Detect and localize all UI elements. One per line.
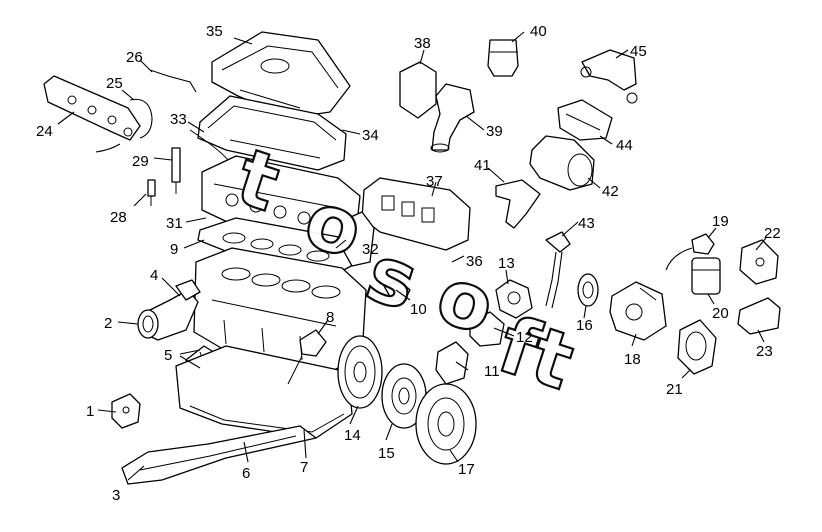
- callout-6: 6: [242, 465, 250, 482]
- support-bracket: [495, 179, 541, 229]
- callout-17: 17: [458, 461, 475, 478]
- callout-29: 29: [132, 153, 149, 170]
- vacuum-pump: [529, 135, 595, 191]
- callout-5: 5: [164, 347, 172, 364]
- callout-43: 43: [578, 215, 595, 232]
- water-outlet-elbow: [399, 61, 437, 119]
- head-gasket: [197, 217, 367, 273]
- callout-12: 12: [516, 329, 533, 346]
- callout-8: 8: [326, 309, 334, 326]
- pressure-plate: [415, 383, 477, 465]
- hose-clamp: [383, 282, 411, 302]
- callout-39: 39: [486, 123, 503, 140]
- callout-22: 22: [764, 225, 781, 242]
- manifold-gasket: [341, 211, 375, 267]
- callout-4: 4: [150, 267, 158, 284]
- callout-42: 42: [602, 183, 619, 200]
- callout-44: 44: [616, 137, 633, 154]
- engine-mount-bracket: [435, 341, 469, 385]
- callout-20: 20: [712, 305, 729, 322]
- watermark-letter-5: ft: [488, 300, 584, 408]
- callout-26: 26: [126, 49, 143, 66]
- fuel-rail: [43, 75, 141, 141]
- callout-numbers: 1 2 3 4 5 6 7 8 9 10 11 12 13 14 15 16 1…: [36, 23, 781, 504]
- callout-32: 32: [362, 241, 379, 258]
- callout-33: 33: [170, 111, 187, 128]
- fuel-line-26: [149, 69, 197, 93]
- water-pump-housing: [137, 279, 201, 341]
- pulley: [577, 273, 599, 307]
- callout-10: 10: [410, 301, 427, 318]
- callout-18: 18: [624, 351, 641, 368]
- fuel-return-line: [129, 98, 153, 139]
- callout-13: 13: [498, 255, 515, 272]
- callout-2: 2: [104, 315, 112, 332]
- callout-41: 41: [474, 157, 491, 174]
- callout-28: 28: [110, 209, 127, 226]
- fuel-line-lower: [95, 143, 121, 153]
- engine-cover-upper: [211, 31, 351, 119]
- callout-35: 35: [206, 23, 223, 40]
- rubber-mount: [737, 297, 781, 335]
- engine-mount-upper: [739, 239, 779, 285]
- sensor: [287, 329, 327, 385]
- callout-37: 37: [426, 173, 443, 190]
- egr-pipe: [580, 49, 638, 104]
- callout-31: 31: [166, 215, 183, 232]
- callout-lines: [57, 31, 767, 481]
- thermostat-housing: [495, 279, 533, 319]
- coolant-pipe: [430, 83, 475, 153]
- callout-40: 40: [530, 23, 547, 40]
- callout-34: 34: [362, 127, 379, 144]
- callout-7: 7: [300, 459, 308, 476]
- callout-16: 16: [576, 317, 593, 334]
- callout-11: 11: [484, 363, 500, 380]
- callout-21: 21: [666, 381, 683, 398]
- oil-pan: [175, 345, 353, 439]
- underbody-shield: [121, 425, 317, 485]
- callout-19: 19: [712, 213, 729, 230]
- callout-1: 1: [86, 403, 94, 420]
- callout-24: 24: [36, 123, 53, 140]
- callout-9: 9: [170, 241, 178, 258]
- callout-36: 36: [466, 253, 483, 270]
- vacuum-canister: [487, 39, 519, 77]
- callout-14: 14: [344, 427, 361, 444]
- callout-38: 38: [414, 35, 431, 52]
- coolant-elbow: [469, 311, 505, 347]
- injector: [171, 147, 181, 194]
- heat-shield: [557, 99, 613, 141]
- callout-45: 45: [630, 43, 647, 60]
- glow-plug: [147, 179, 156, 206]
- mount-bracket-small: [111, 393, 141, 429]
- callout-3: 3: [112, 487, 120, 504]
- callout-23: 23: [756, 343, 773, 360]
- flywheel: [337, 335, 383, 409]
- clutch-disc: [381, 363, 427, 429]
- fuel-filter: [665, 233, 721, 295]
- callout-25: 25: [106, 75, 123, 92]
- dipstick-tube: [545, 231, 571, 309]
- starter-motor: [677, 319, 717, 375]
- injection-pump: [609, 281, 667, 341]
- callout-15: 15: [378, 445, 395, 462]
